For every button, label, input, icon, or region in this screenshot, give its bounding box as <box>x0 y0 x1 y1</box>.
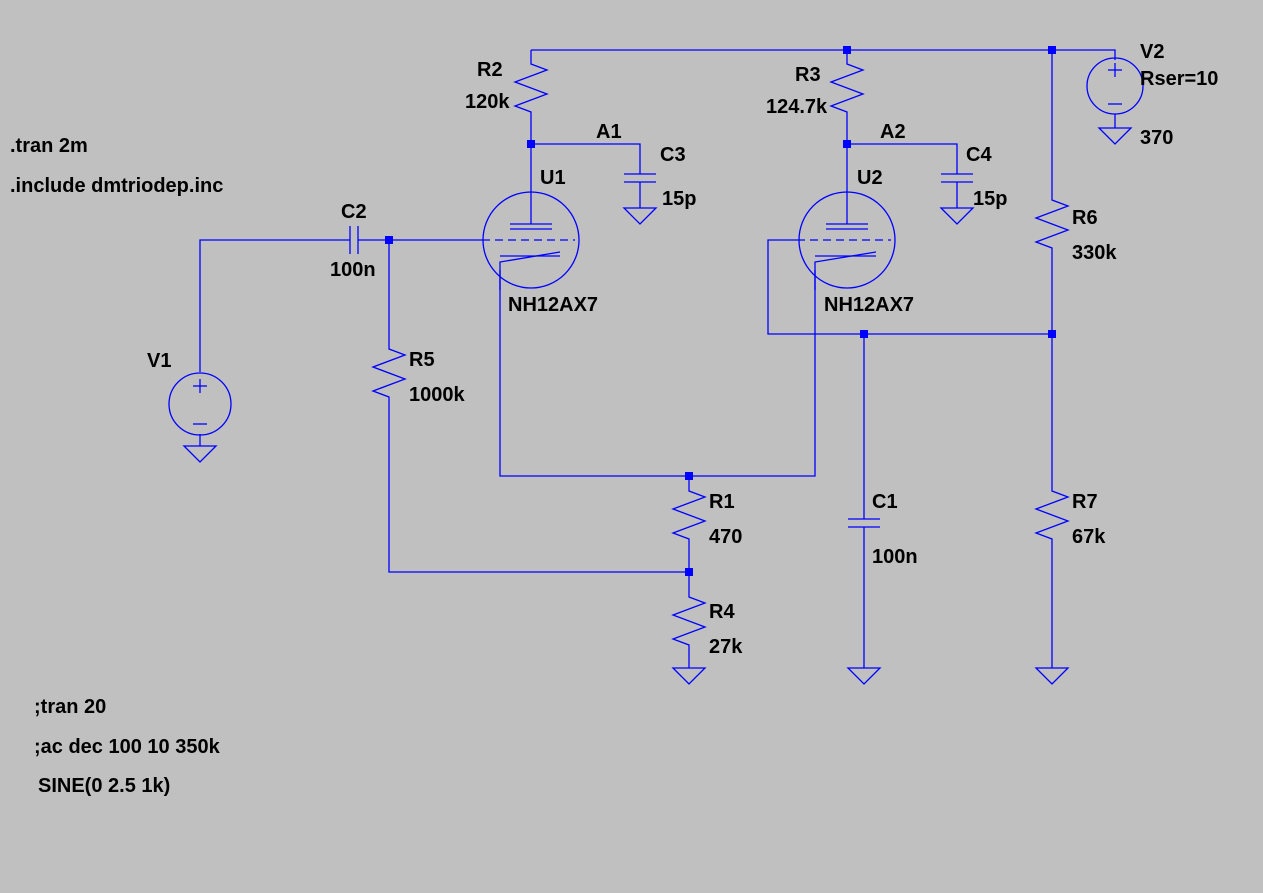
label-c4-value: 15p <box>973 188 1007 210</box>
wire-cathode1 <box>499 270 816 477</box>
label-v2-name: V2 <box>1140 41 1164 63</box>
label-a1: A1 <box>596 121 622 143</box>
labels: R2 120k R3 124.7k A1 A2 C3 15p C4 15p U1… <box>147 41 1218 658</box>
label-c2-value: 100n <box>330 259 376 281</box>
spice-directives: .tran 2m .include dmtriodep.inc ;tran 20… <box>10 135 223 797</box>
label-c1-name: C1 <box>872 491 898 513</box>
resistor-r1[interactable] <box>671 484 707 548</box>
wire-a2-c4 <box>847 143 958 174</box>
triode-u2[interactable] <box>797 191 896 290</box>
wires <box>199 49 1116 668</box>
label-c2-name: C2 <box>341 201 367 223</box>
junction-dot <box>1048 46 1056 54</box>
label-u2-model: NH12AX7 <box>824 294 914 316</box>
label-c1-value: 100n <box>872 546 918 568</box>
junction-dot <box>527 140 535 148</box>
v1-sine-value[interactable]: SINE(0 2.5 1k) <box>38 775 170 797</box>
junctions <box>385 46 1056 576</box>
ground-icon <box>939 207 975 225</box>
label-r4-name: R4 <box>709 601 735 623</box>
ground-icon <box>671 667 707 685</box>
wire-r5-r4node <box>388 406 689 573</box>
junction-dot <box>1048 330 1056 338</box>
label-r6-value: 330k <box>1072 242 1117 264</box>
label-c3-name: C3 <box>660 144 686 166</box>
ground-icon <box>1097 127 1133 145</box>
label-r1-name: R1 <box>709 491 735 513</box>
comment-tran[interactable]: ;tran 20 <box>34 696 106 718</box>
label-r2-name: R2 <box>477 59 503 81</box>
ground-icon <box>622 207 658 225</box>
resistor-r5[interactable] <box>371 342 407 406</box>
wire-supply-rail <box>531 49 1116 60</box>
label-r1-value: 470 <box>709 526 742 548</box>
resistor-r3[interactable] <box>829 57 865 118</box>
ground-icon <box>182 445 218 463</box>
label-r7-name: R7 <box>1072 491 1098 513</box>
triode-u1[interactable] <box>482 191 580 290</box>
resistor-r7[interactable] <box>1034 484 1070 548</box>
voltage-source-v2[interactable] <box>1086 57 1144 115</box>
capacitor-c1[interactable] <box>848 518 880 528</box>
label-r2-value: 120k <box>465 91 510 113</box>
capacitor-c3[interactable] <box>624 173 656 183</box>
wire-grid2-bias <box>767 239 1052 335</box>
resistor-r2[interactable] <box>513 57 549 118</box>
wire-a1-c3 <box>531 143 641 174</box>
junction-dot <box>685 472 693 480</box>
junction-dot <box>385 236 393 244</box>
label-u1-model: NH12AX7 <box>508 294 598 316</box>
ground-icon <box>1034 667 1070 685</box>
label-u1-name: U1 <box>540 167 566 189</box>
junction-dot <box>843 46 851 54</box>
label-a2: A2 <box>880 121 906 143</box>
label-r3-value: 124.7k <box>766 96 828 118</box>
resistor-r6[interactable] <box>1034 193 1070 262</box>
label-v1-name: V1 <box>147 350 171 372</box>
label-v2-rser: Rser=10 <box>1140 68 1218 90</box>
directive-include[interactable]: .include dmtriodep.inc <box>10 175 223 197</box>
junction-dot <box>860 330 868 338</box>
label-r5-name: R5 <box>409 349 435 371</box>
label-r5-value: 1000k <box>409 384 465 406</box>
comment-ac[interactable]: ;ac dec 100 10 350k <box>34 736 221 758</box>
directive-tran[interactable]: .tran 2m <box>10 135 88 157</box>
wire-v1-c2 <box>199 239 350 372</box>
resistor-r4[interactable] <box>671 590 707 654</box>
junction-dot <box>843 140 851 148</box>
label-r3-name: R3 <box>795 64 821 86</box>
label-c4-name: C4 <box>966 144 992 166</box>
junction-dot <box>685 568 693 576</box>
label-r7-value: 67k <box>1072 526 1106 548</box>
label-r4-value: 27k <box>709 636 743 658</box>
capacitor-c4[interactable] <box>941 173 973 183</box>
voltage-source-v1[interactable] <box>168 372 232 436</box>
capacitor-c2[interactable] <box>349 226 359 254</box>
label-r6-name: R6 <box>1072 207 1098 229</box>
ground-icon <box>846 667 882 685</box>
label-v2-value: 370 <box>1140 127 1173 149</box>
label-c3-value: 15p <box>662 188 696 210</box>
label-u2-name: U2 <box>857 167 883 189</box>
